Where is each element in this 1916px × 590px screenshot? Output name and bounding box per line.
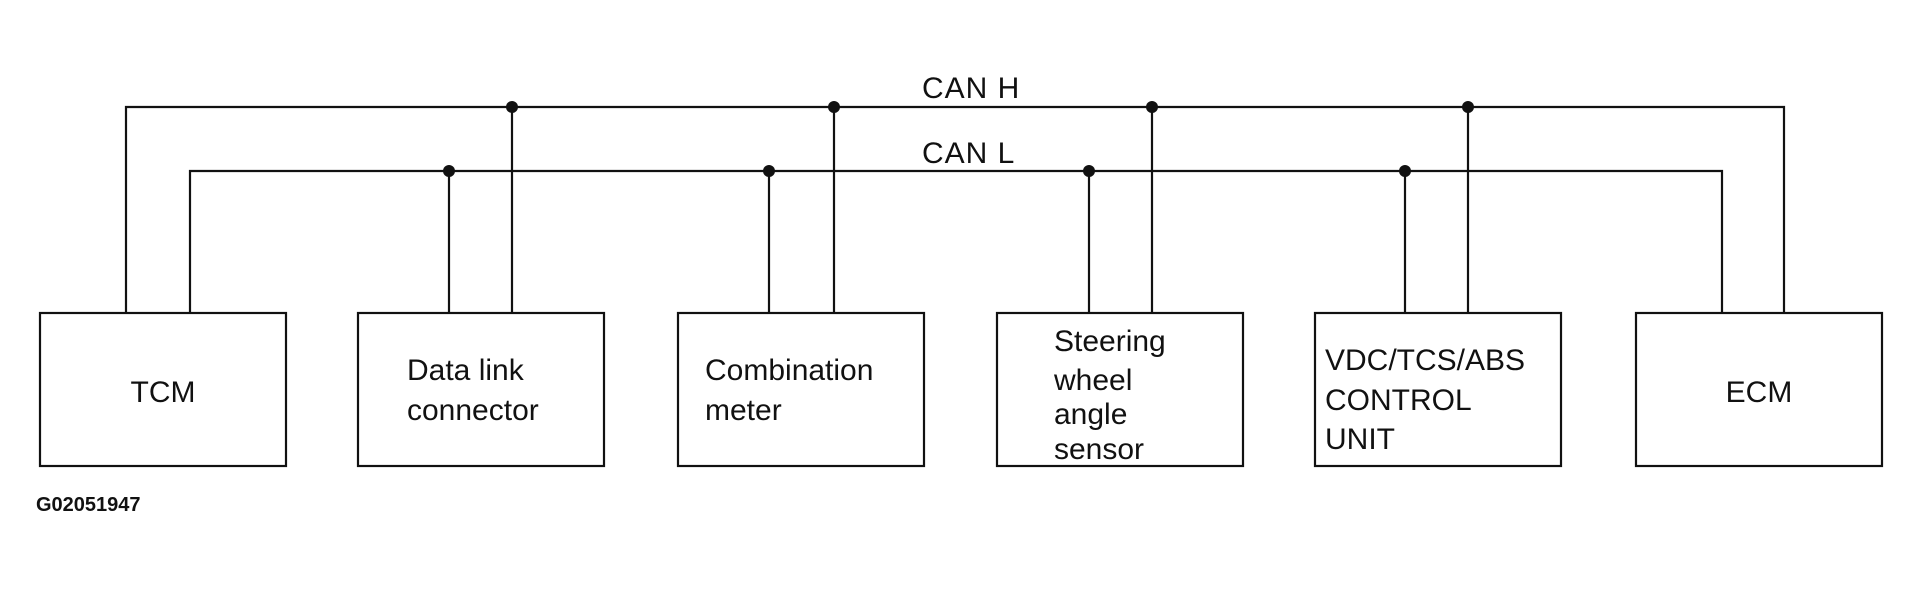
module-label-line: sensor <box>1054 433 1144 466</box>
can-h-label: CAN H <box>922 72 1020 105</box>
can-h-line <box>124 105 1786 313</box>
module-label-line: CONTROL <box>1325 384 1472 417</box>
can-l-line <box>188 169 1724 313</box>
can-l-label: CAN L <box>922 137 1015 170</box>
can-h-junction-dot <box>828 101 840 113</box>
can-l-junction-dot <box>443 165 455 177</box>
module-label-line: UNIT <box>1325 423 1395 456</box>
can-h-junction-dot <box>1462 101 1474 113</box>
module-box <box>1313 311 1563 468</box>
can-l-junction-dot <box>763 165 775 177</box>
module-steering-wheel-angle-sensor: Steering wheel angle sensor <box>995 311 1245 468</box>
module-label-line: meter <box>705 394 782 427</box>
module-box <box>995 311 1245 468</box>
module-label-line: angle <box>1054 398 1127 431</box>
module-label-line: Combination <box>705 354 873 387</box>
module-box <box>356 311 606 468</box>
module-combination-meter: Combination meter <box>676 311 926 468</box>
can-l-junction-dot <box>1399 165 1411 177</box>
module-ecm: ECM <box>1634 311 1884 468</box>
module-vdc-tcs-abs-control-unit: VDC/TCS/ABS CONTROL UNIT <box>1313 311 1563 468</box>
figure-id: G02051947 <box>36 494 141 516</box>
module-label-line: connector <box>407 394 539 427</box>
module-label-line: wheel <box>1053 364 1132 397</box>
module-label-line: Data link <box>407 354 525 387</box>
can-l-junction-dot <box>1083 165 1095 177</box>
module-data-link-connector: Data link connector <box>356 311 606 468</box>
module-label: ECM <box>1726 376 1793 409</box>
module-box <box>38 311 288 468</box>
module-tcm: TCM <box>38 311 288 468</box>
module-label: TCM <box>131 376 196 409</box>
module-box <box>676 311 926 468</box>
can-h-junction-dot <box>1146 101 1158 113</box>
module-label-line: Steering <box>1054 325 1166 358</box>
module-label-line: VDC/TCS/ABS <box>1325 344 1525 377</box>
can-h-junction-dot <box>506 101 518 113</box>
module-box <box>1634 311 1884 468</box>
